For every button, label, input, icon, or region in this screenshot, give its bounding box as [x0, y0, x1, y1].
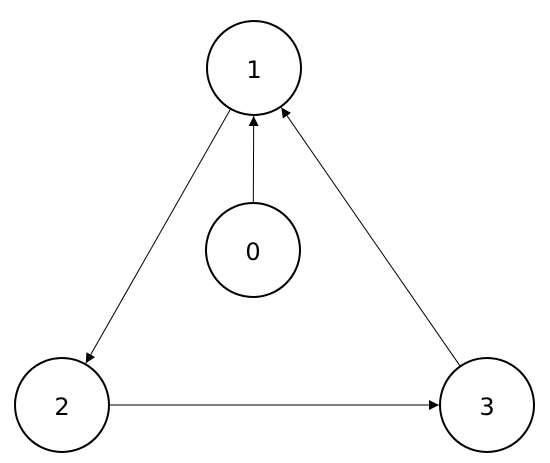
node-3-circle [439, 357, 535, 453]
node-1-circle [206, 20, 302, 116]
node-0: 0 [205, 202, 301, 298]
edge-3-to-1 [280, 107, 461, 367]
edge-1-to-2 [85, 108, 232, 364]
node-2-circle [14, 357, 110, 453]
node-3: 3 [439, 357, 535, 453]
node-1: 1 [206, 20, 302, 116]
node-2: 2 [14, 357, 110, 453]
node-1-label: 1 [246, 56, 261, 84]
edges-layer [85, 107, 461, 410]
node-0-circle [205, 202, 301, 298]
node-3-label: 3 [479, 393, 494, 421]
node-2-label: 2 [54, 393, 69, 421]
node-0-label: 0 [245, 238, 260, 266]
nodes-layer: 1 0 2 3 [14, 20, 535, 453]
